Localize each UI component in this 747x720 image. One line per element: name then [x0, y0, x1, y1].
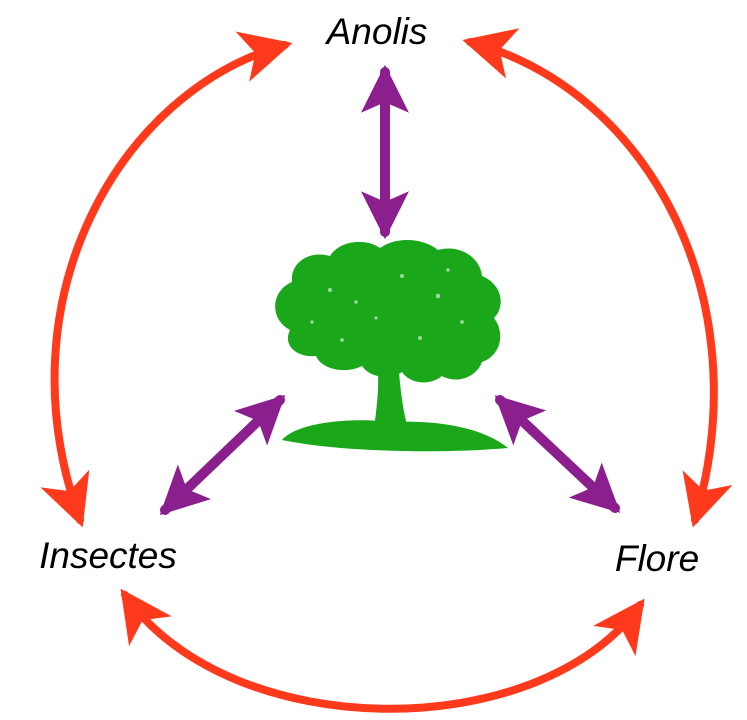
label-flore: Flore — [615, 538, 699, 579]
tree-icon — [275, 240, 508, 451]
arrow-anolis-flore — [470, 42, 714, 520]
arrow-flore-tree — [500, 400, 615, 508]
arrow-insectes-tree — [165, 400, 280, 510]
label-insectes: Insectes — [39, 535, 177, 576]
arrow-insectes-anolis — [55, 45, 285, 520]
label-anolis: Anolis — [325, 11, 428, 52]
arrow-flore-insectes — [125, 595, 640, 709]
